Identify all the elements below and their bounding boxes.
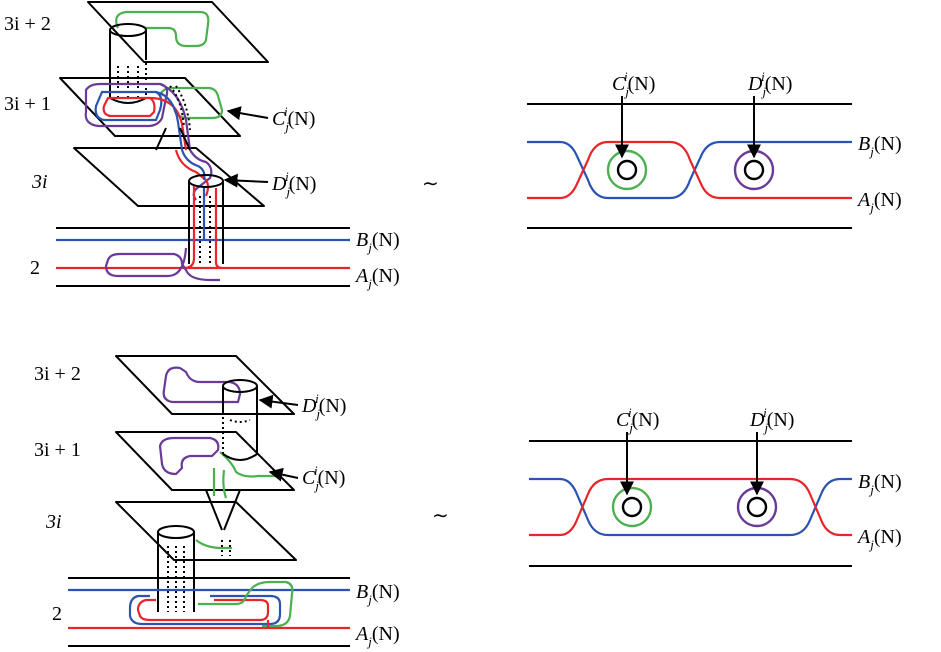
label-C-bottom-left: Cji(N) [302,463,345,493]
C-ring-top-right [606,149,648,191]
label-level-2-bottom: 2 [52,603,62,625]
C-puncture-bottom-right [621,496,643,518]
B-strand-top-right [527,140,852,200]
plane-3i [73,147,265,207]
plane-3i-bottom [115,501,297,561]
arrow-D-bottom-left [258,394,299,409]
label-A-bottom-right: Aj(N) [856,526,902,552]
D-puncture-top-right [743,159,765,181]
B-strand-bottom-right [529,477,852,537]
label-level-3i1-top: 3i + 1 [4,93,51,115]
A-strand-bottom-right [529,477,852,537]
green-loop-level2 [198,580,294,628]
bottom-left-diagram [68,355,350,647]
top-left-diagram [56,1,350,287]
arrow-C-top-left [226,106,269,121]
label-level-3i2-bottom: 3i + 2 [34,363,81,385]
label-B-top-left: Bj(N) [356,229,400,255]
label-level-3i1-bottom: 3i + 1 [34,439,81,461]
label-C-bottom-right: Cji(N) [616,405,659,435]
purple-loop-3i1-bottom [158,436,220,476]
equiv-symbol-bottom: ∼ [432,505,449,527]
A-strand-top-right [527,140,852,200]
label-C-top-left: Cji(N) [272,104,315,134]
top-right-diagram [527,96,852,229]
label-D-top-left: Dji(N) [271,169,316,199]
label-A-top-left: Aj(N) [354,265,400,291]
plane-3i1-bottom [115,431,295,491]
label-A-bottom-left: Aj(N) [354,623,400,649]
label-B-bottom-left: Bj(N) [356,581,400,607]
label-B-top-right: Bj(N) [858,133,902,159]
label-D-top-right: Dji(N) [747,69,792,99]
label-B-bottom-right: Bj(N) [858,471,902,497]
blue-curve-3i1 [94,90,163,122]
label-D-bottom-left: Dji(N) [301,391,346,421]
red-curve-3i1 [102,96,156,118]
green-loop-3i2 [115,10,210,48]
plane-3i2 [87,1,269,63]
cylinder-lower-ellipse-bottom [157,525,195,539]
bottom-right-diagram [529,432,852,567]
label-A-top-right: Aj(N) [856,189,902,215]
label-level-3i-bottom: 3i [45,511,62,533]
green-curve-3i1-bottom [219,451,280,478]
purple-curve-3i1 [84,82,169,128]
purple-loop-3i2-bottom [162,366,242,404]
arrow-D-top-left [223,173,269,188]
red-loop-level2 [136,598,270,622]
C-ring-bottom-right [611,486,653,528]
label-C-top-right: Cji(N) [612,69,655,99]
D-puncture-bottom-right [746,496,768,518]
label-level-3i-top: 3i [31,171,48,193]
green-curve-3i-bottom [195,539,232,550]
purple-loop-level2 [104,247,220,282]
label-D-bottom-right: Dji(N) [749,405,794,435]
label-level-3i2-top: 3i + 2 [4,13,51,35]
arrow-C-bottom-left [268,467,299,482]
label-level-2-top: 2 [30,257,40,279]
C-puncture-top-right [616,159,638,181]
equiv-symbol-top: ∼ [422,173,439,195]
blue-loop-level2 [128,594,282,626]
plane-3i2-bottom [115,355,295,415]
